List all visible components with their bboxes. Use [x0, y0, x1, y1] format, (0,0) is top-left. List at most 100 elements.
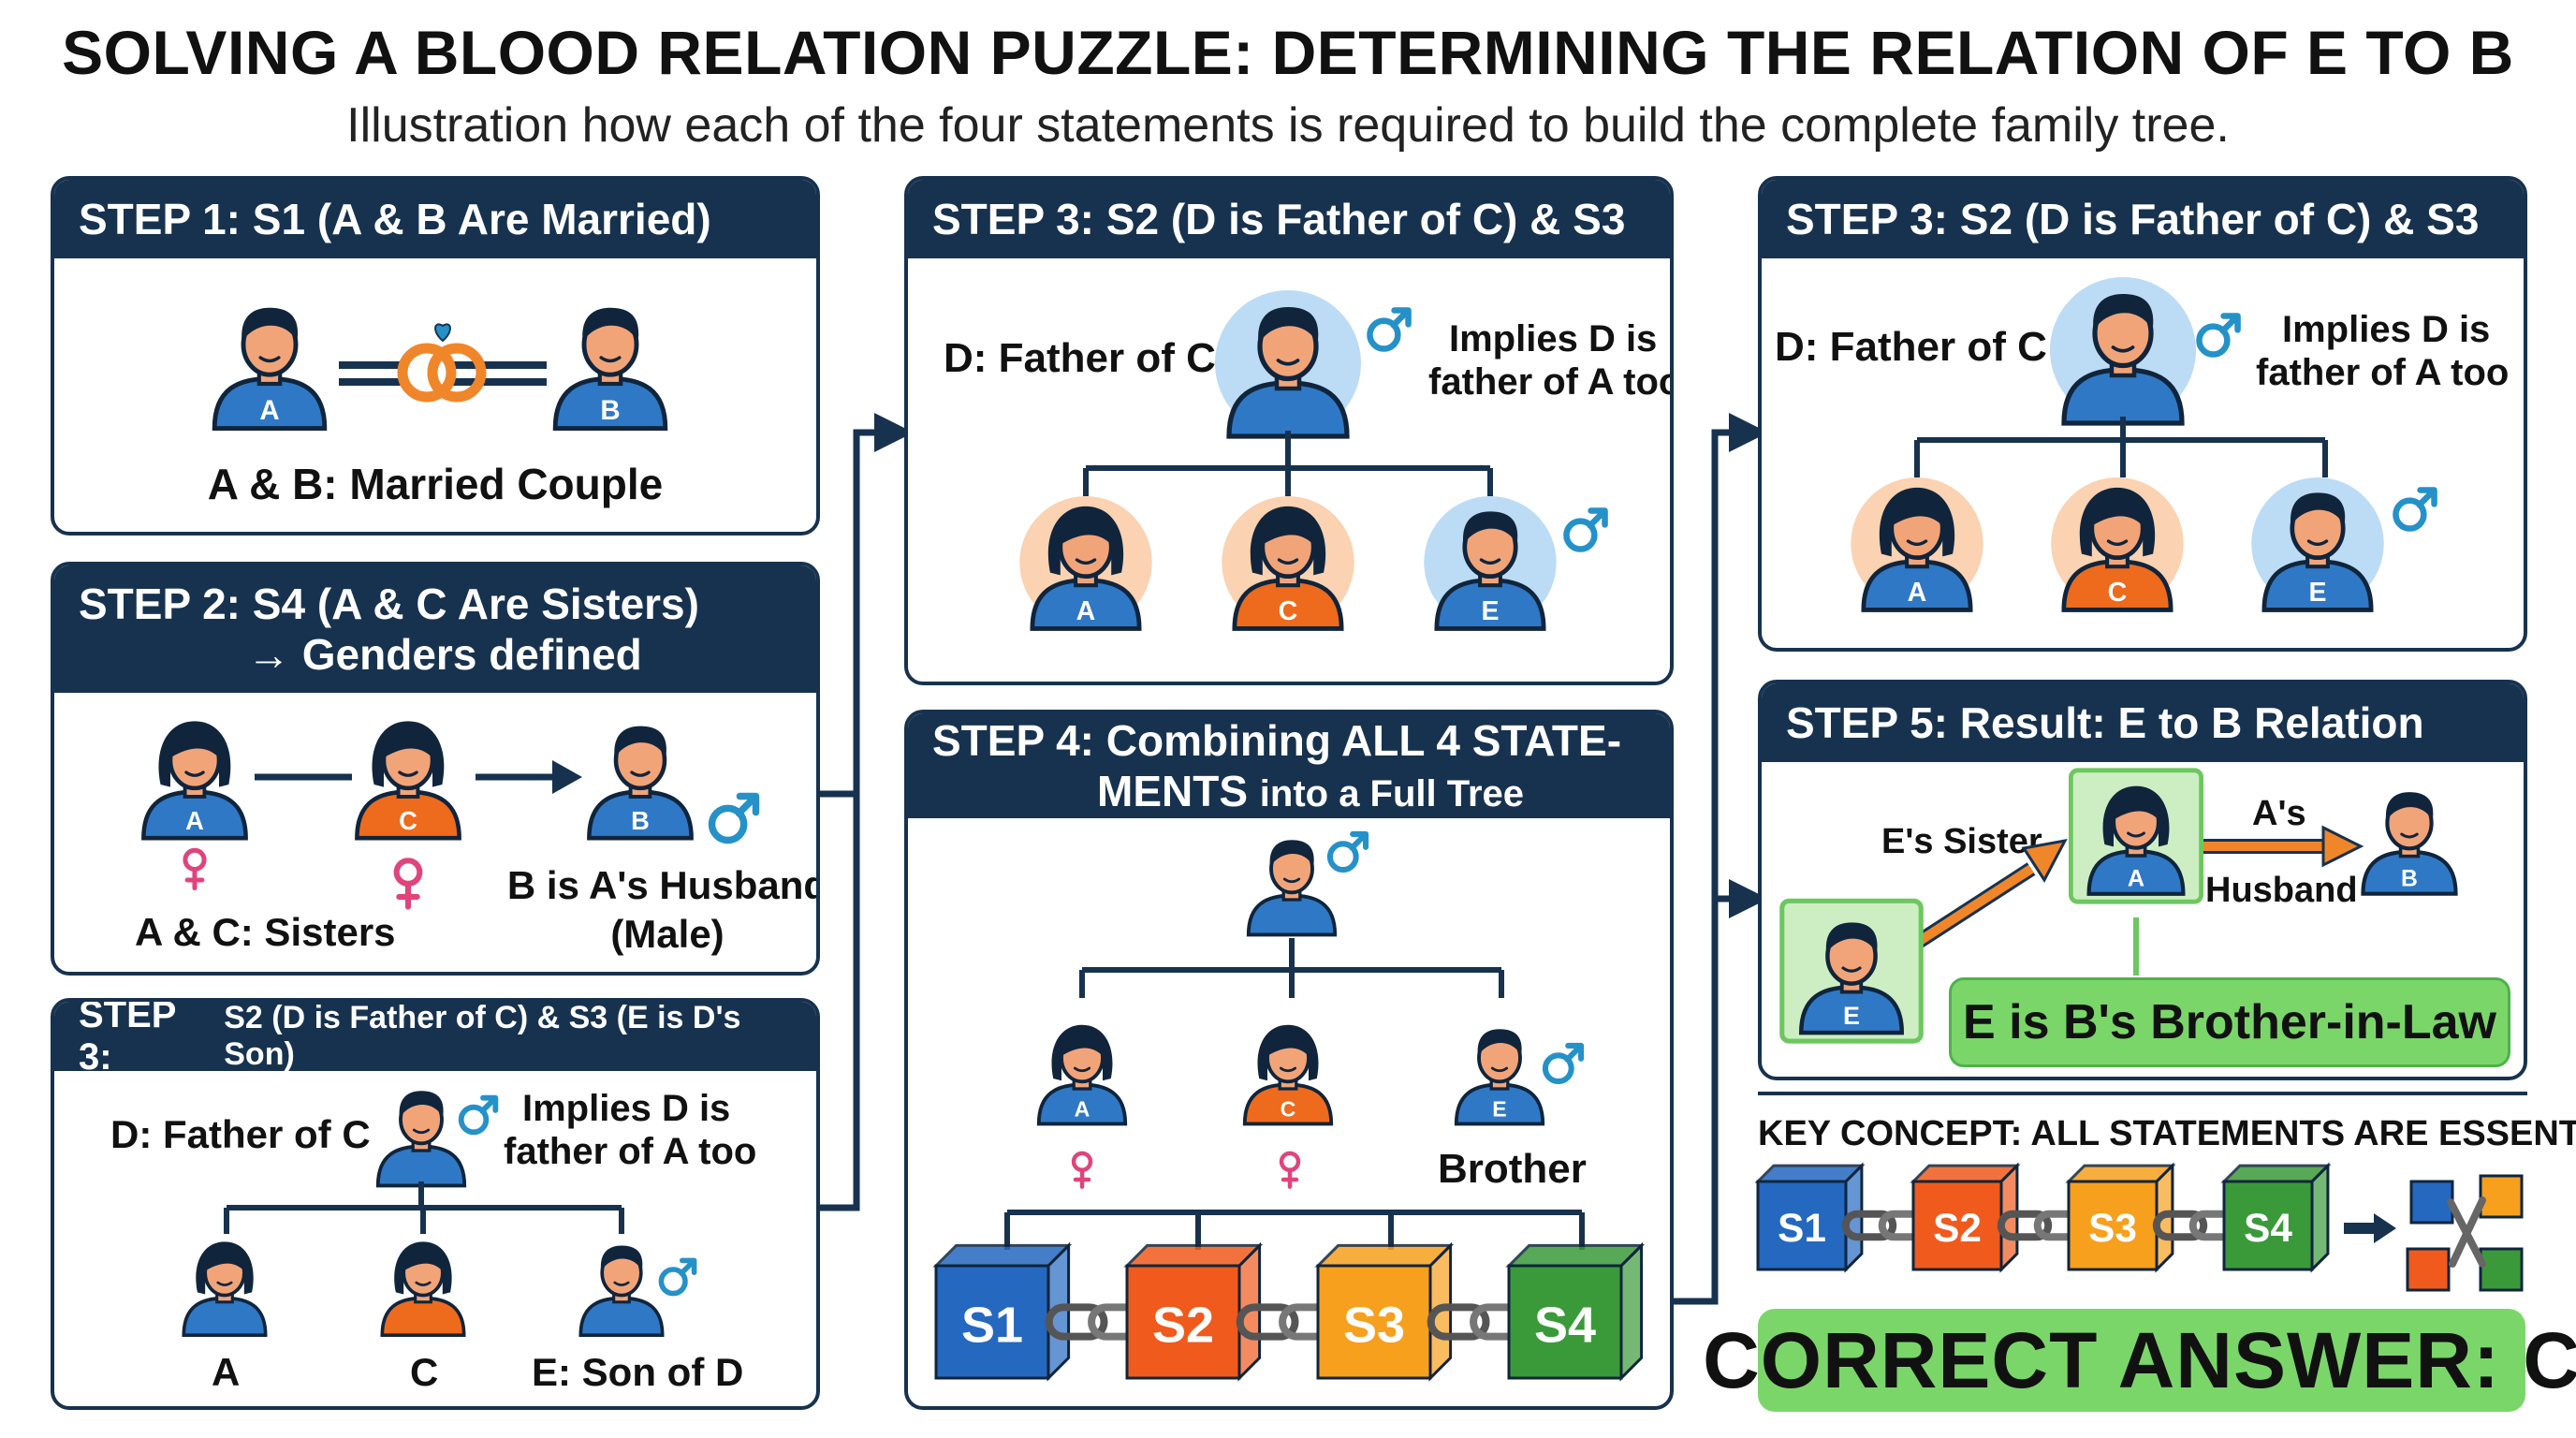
step3-right-implies-1: Implies D is — [2282, 309, 2491, 350]
step4-brother-label: Brother — [1438, 1146, 1587, 1192]
step4-person-e: E — [1454, 1029, 1545, 1126]
step3-right-implies-2: father of A too — [2256, 352, 2510, 393]
step3-mid-d-label: D: Father of C — [944, 335, 1216, 381]
step5-person-a-letter: A — [2128, 865, 2144, 891]
step2-person-b-letter: B — [631, 806, 650, 835]
step2-caption-husband-2: (Male) — [610, 912, 724, 956]
step4-block-label-s1: S1 — [961, 1298, 1023, 1354]
step3-mid-implies-2: father of A too — [1428, 361, 1674, 403]
step2-header: STEP 2: S4 (A & C Are Sisters) → Genders… — [54, 565, 816, 693]
step3-right-male-icon-e — [2393, 487, 2437, 532]
step3-left-implies-2: father of A too — [504, 1131, 757, 1172]
key-concept-title: KEY CONCEPT: ALL STATEMENTS ARE ESSENTIA… — [1758, 1114, 2576, 1153]
step1-person-b: B — [552, 307, 668, 432]
step1-caption: A & B: Married Couple — [207, 460, 664, 508]
step5-person-a: A — [2069, 768, 2203, 904]
step3-left-child-c: C — [410, 1350, 439, 1394]
key-concept-block-label-s1: S1 — [1778, 1206, 1826, 1250]
step3-mid-person-c-letter: C — [1279, 596, 1298, 626]
step3-mid-person-c: C — [1222, 496, 1354, 631]
step3-left-person-d — [375, 1091, 467, 1188]
step2-person-a-letter: A — [185, 806, 204, 835]
step4-block-label-s3: S3 — [1343, 1298, 1405, 1354]
step5-header: STEP 5: Result: E to B Relation — [1762, 683, 2524, 762]
step5-person-b-letter: B — [2401, 866, 2418, 891]
step4-block-s4: S4 — [1505, 1241, 1646, 1382]
step3-mid-header: STEP 3: S2 (D is Father of C) & S3 — [908, 180, 1670, 258]
step3-left-implies-1: Implies D is — [522, 1088, 731, 1129]
step4-header: STEP 4: Combining ALL 4 STATE- MENTS int… — [908, 713, 1670, 818]
step3-left-male-icon-e — [658, 1257, 697, 1297]
step4-person-a: A — [1036, 1024, 1128, 1126]
step4-block-s1: S1 — [932, 1241, 1073, 1382]
step5-husband-label-2: Husband — [2205, 871, 2358, 910]
page-subtitle: Illustration how each of the four statem… — [346, 98, 2230, 153]
step4-male-icon-e — [1542, 1042, 1585, 1085]
step4-person-d — [1246, 840, 1338, 937]
step3-mid-male-icon-d — [1367, 307, 1412, 352]
key-concept-divider — [1758, 1092, 2527, 1095]
answer-box: CORRECT ANSWER: C — [1703, 1309, 2576, 1412]
step3-mid-person-e: E — [1424, 496, 1557, 631]
step3-left-child-a: A — [212, 1350, 241, 1394]
step1-person-a-letter: A — [259, 395, 279, 426]
step2-person-c-letter: C — [399, 806, 417, 835]
step1-person-b-letter: B — [600, 395, 620, 426]
step3-left-header: STEP 3: S2 (D is Father of C) & S3 (E is… — [54, 1002, 816, 1078]
step5-person-b: B — [2361, 792, 2458, 896]
step5-person-e-letter: E — [1843, 1002, 1860, 1030]
step3-right-header: STEP 3: S2 (D is Father of C) & S3 — [1762, 180, 2524, 258]
step4-block-label-s4: S4 — [1534, 1298, 1596, 1354]
step3-right-person-c: C — [2051, 477, 2184, 612]
step3-left-person-c — [380, 1241, 466, 1337]
step3-right-person-e: E — [2251, 477, 2384, 612]
step5-result-box: E is B's Brother-in-Law — [1949, 977, 2510, 1067]
step4-person-e-letter: E — [1492, 1097, 1506, 1122]
step4-block-label-s2: S2 — [1152, 1298, 1214, 1354]
step3-right-person-e-letter: E — [2308, 578, 2326, 608]
step3-mid-person-d — [1215, 290, 1361, 439]
key-concept-block-label-s2: S2 — [1933, 1206, 1982, 1250]
step3-right-person-a-letter: A — [1908, 578, 1927, 608]
step4-female-icon-a — [1071, 1151, 1093, 1189]
step3-left-male-icon-d — [458, 1094, 499, 1136]
page-title: SOLVING A BLOOD RELATION PUZZLE: DETERMI… — [62, 18, 2514, 87]
step3-left-person-a — [182, 1241, 268, 1337]
wedding-rings-icon — [339, 323, 547, 403]
linked-blocks-icon — [2406, 1174, 2524, 1292]
step2-person-a: A — [141, 721, 248, 841]
step5-husband-label-1: A's — [2252, 794, 2306, 833]
step3-left-child-e: E: Son of D — [532, 1350, 744, 1394]
step1-header: STEP 1: S1 (A & B Are Married) — [54, 180, 816, 258]
step4-male-icon-d — [1326, 830, 1369, 873]
key-concept-block-label-s3: S3 — [2088, 1206, 2137, 1250]
step2-caption-sisters: A & C: Sisters — [135, 910, 396, 954]
step4-female-icon-c — [1279, 1151, 1301, 1189]
step4-person-a-letter: A — [1075, 1097, 1090, 1122]
step3-left-person-e — [578, 1245, 665, 1337]
step3-right-person-c-letter: C — [2108, 578, 2128, 608]
step3-right-male-icon-d — [2196, 313, 2241, 358]
key-concept-block-s4: S4 — [2220, 1162, 2332, 1273]
step4-person-c-letter: C — [1281, 1097, 1296, 1122]
step2-person-c: C — [355, 721, 461, 841]
step3-mid-person-a: A — [1019, 496, 1152, 631]
step5-person-e: E — [1779, 898, 1924, 1044]
key-concept-block-label-s4: S4 — [2244, 1206, 2292, 1250]
step4-person-c: C — [1242, 1024, 1334, 1126]
step3-mid-person-e-letter: E — [1481, 596, 1499, 626]
step2-person-b: B — [587, 726, 694, 841]
step3-right-person-a: A — [1851, 477, 1983, 612]
step2-female-icon-a — [183, 847, 207, 891]
step2-female-icon-c — [393, 858, 423, 910]
step2-caption-husband-1: B is A's Husband — [506, 863, 820, 907]
step1-panel: STEP 1: S1 (A & B Are Married) A & B: Ma… — [51, 176, 820, 536]
